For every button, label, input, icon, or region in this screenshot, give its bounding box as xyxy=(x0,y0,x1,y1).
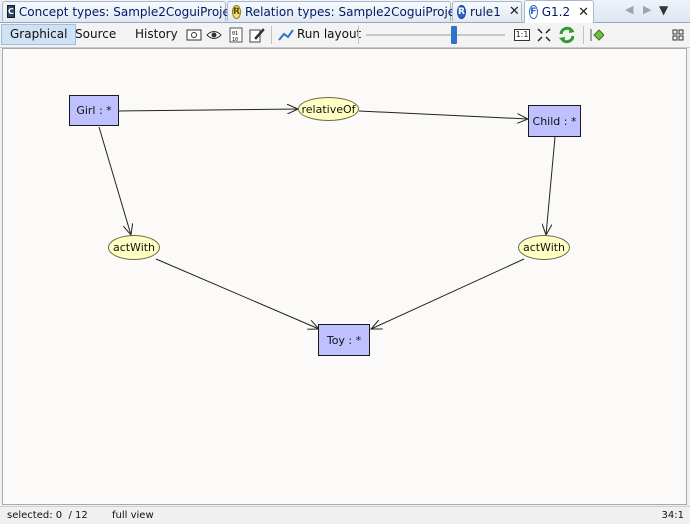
tab-rule1[interactable]: R rule1 ✕ xyxy=(452,1,522,21)
back-step-icon[interactable] xyxy=(186,27,202,43)
source-view-button[interactable]: Source xyxy=(75,27,117,41)
edge-girl-relativeof xyxy=(118,109,298,111)
edge-relativeof-child xyxy=(358,110,528,119)
relation-node-actwith-right[interactable]: actWith xyxy=(518,235,570,260)
expand-diamond-icon[interactable] xyxy=(588,27,604,43)
tab-label: G1.2 xyxy=(541,5,571,19)
tab-list-dropdown-icon[interactable]: ▼ xyxy=(659,3,669,17)
zoom-reset-label: 1:1 xyxy=(513,29,531,41)
maximize-view-icon[interactable] xyxy=(670,27,686,43)
concept-node-toy[interactable]: Toy : * xyxy=(318,324,370,356)
zoom-slider-track[interactable] xyxy=(366,34,505,36)
zoom-slider-thumb[interactable] xyxy=(450,26,457,44)
svg-text:10: 10 xyxy=(232,37,238,43)
concept-node-girl[interactable]: Girl : * xyxy=(69,95,119,126)
graph-edges xyxy=(98,49,556,504)
cursor-position: 34:1 xyxy=(661,510,684,521)
close-icon[interactable]: ✕ xyxy=(578,4,589,20)
edge-actwith-toy xyxy=(155,258,319,329)
tab-label: Relation types: Sample2CoguiProject xyxy=(244,4,467,19)
scroll-tabs-right-icon[interactable]: ▶ xyxy=(643,3,652,16)
graph-canvas[interactable]: Girl : * Child : * Toy : * relativeOf ac… xyxy=(2,48,687,505)
edge-child-actwith xyxy=(546,136,556,235)
run-layout-icon[interactable] xyxy=(278,27,294,43)
edge-girl-actwith xyxy=(98,126,131,235)
run-layout-button[interactable]: Run layout xyxy=(297,27,362,41)
graph-fact-icon: F xyxy=(529,5,538,19)
tab-label: rule1 xyxy=(469,4,501,19)
close-icon[interactable]: ✕ xyxy=(508,4,520,19)
zoom-actual-size-button[interactable]: 1:1 xyxy=(513,27,531,43)
tab-g1-2[interactable]: F G1.2 ✕ xyxy=(524,0,594,23)
concept-type-icon: C xyxy=(7,5,15,18)
selection-count: selected: 0 / 12 xyxy=(7,510,88,521)
refresh-icon[interactable] xyxy=(558,26,574,44)
edit-icon[interactable] xyxy=(249,27,265,43)
relation-type-icon: R xyxy=(232,4,241,19)
relation-node-relativeof[interactable]: relativeOf xyxy=(298,97,359,121)
toolbar-separator xyxy=(583,26,584,44)
concept-node-child[interactable]: Child : * xyxy=(528,105,581,137)
relation-node-actwith-left[interactable]: actWith xyxy=(108,235,160,260)
tab-relation-types[interactable]: R Relation types: Sample2CoguiProject ✕ xyxy=(227,1,485,21)
toolbar-separator xyxy=(358,26,359,44)
history-view-button[interactable]: History xyxy=(135,27,178,41)
status-bar: selected: 0 / 12 full view 34:1 xyxy=(0,506,690,524)
tab-concept-types[interactable]: C Concept types: Sample2CoguiProject ✕ xyxy=(2,1,260,21)
fit-to-window-icon[interactable] xyxy=(536,27,552,43)
edge-actwith-right-toy xyxy=(371,258,525,329)
scroll-tabs-left-icon[interactable]: ◀ xyxy=(625,3,634,16)
tab-label: Concept types: Sample2CoguiProject xyxy=(18,4,242,19)
svg-text:01: 01 xyxy=(232,31,238,37)
rule-icon: R xyxy=(457,4,466,19)
toolbar-separator xyxy=(271,26,272,44)
view-mode: full view xyxy=(112,510,154,521)
editor-tab-strip: C Concept types: Sample2CoguiProject ✕ R… xyxy=(0,0,690,23)
eye-icon[interactable] xyxy=(206,27,222,43)
graphical-view-button[interactable]: Graphical xyxy=(1,24,77,45)
